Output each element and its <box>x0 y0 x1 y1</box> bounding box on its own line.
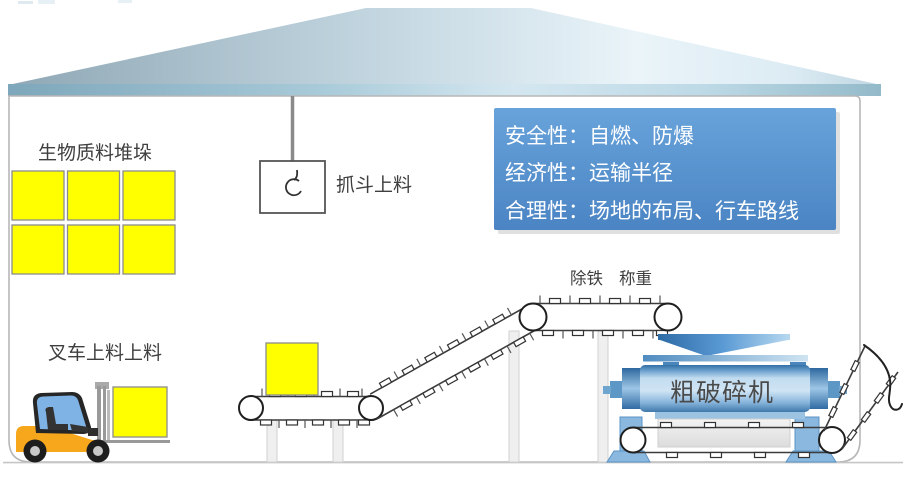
roof <box>8 8 881 85</box>
crusher-screen <box>657 418 791 448</box>
crusher-hopper-rim <box>658 334 790 340</box>
forklift-seat <box>45 407 68 430</box>
crusher-conveyor <box>619 421 846 459</box>
conveyor-incline-2 <box>823 344 903 450</box>
crusher-underbar <box>655 412 805 419</box>
flow-arrow-icon <box>863 344 903 411</box>
pile-block <box>122 170 176 221</box>
forklift-fork <box>100 440 170 443</box>
forklift-mast-bracket <box>88 428 98 436</box>
info-line-economy: 经济性：运输半径 <box>505 161 673 185</box>
pile-block <box>11 170 65 221</box>
pulley <box>818 426 846 454</box>
pulley <box>619 426 647 454</box>
forklift-mast-cap <box>95 382 109 389</box>
info-line-rationality: 合理性：场地的布局、行车路线 <box>505 199 799 223</box>
crusher-plate <box>643 355 808 362</box>
biomass-pile-grid <box>11 170 176 275</box>
crusher-endcap-left <box>622 368 642 409</box>
forklift-wheel-hub <box>30 446 40 456</box>
pulley <box>358 395 384 421</box>
forklift-mast <box>97 386 101 442</box>
roof-eave-band <box>8 84 881 96</box>
crusher-shaft-tip-left <box>603 386 611 394</box>
forklift-loading-label: 叉车上料上料 <box>48 342 162 364</box>
forklift-mast-rail <box>107 390 110 440</box>
crusher-foot-left <box>606 450 651 463</box>
grab-bucket-box <box>259 160 326 214</box>
iron-removal-label: 除铁 <box>570 269 603 288</box>
pile-block <box>122 224 176 275</box>
forklift-dash <box>70 424 89 433</box>
crusher: 粗破碎机 <box>603 334 847 463</box>
pulley <box>653 302 683 332</box>
crusher-label: 粗破碎机 <box>670 378 774 407</box>
crusher-shaft-left <box>610 381 622 398</box>
slide-artifacts <box>18 0 132 4</box>
forklift-load-box <box>112 386 168 438</box>
conveyor-incline-1 <box>369 305 540 420</box>
forklift-wheel-hub <box>93 446 103 456</box>
info-line-safety: 安全性：自燃、防爆 <box>505 124 694 148</box>
pile-block <box>66 224 121 275</box>
weighing-label: 称重 <box>619 269 652 288</box>
crusher-shaft-right <box>828 381 840 398</box>
forklift-mast <box>103 386 106 442</box>
crane-hook-icon <box>285 169 302 197</box>
crusher-body <box>640 365 810 412</box>
forklift <box>16 382 170 463</box>
pile-block <box>66 170 121 221</box>
pulley <box>238 395 264 421</box>
info-box-bg <box>494 108 836 230</box>
conveyor-top <box>518 294 683 340</box>
biomass-stack-label: 生物质料堆垛 <box>38 142 152 164</box>
pulley <box>518 302 548 332</box>
info-box: 安全性：自燃、防爆 经济性：运输半径 合理性：场地的布局、行车路线 <box>494 108 840 234</box>
grab-loading-label: 抓斗上料 <box>336 174 412 196</box>
crusher-endcap-right <box>808 368 828 409</box>
crusher-hopper <box>660 340 788 356</box>
material-box-on-belt <box>265 342 319 396</box>
conveyor-low <box>238 387 384 429</box>
pile-block <box>11 224 65 275</box>
crane-grab: 抓斗上料 <box>259 96 412 214</box>
